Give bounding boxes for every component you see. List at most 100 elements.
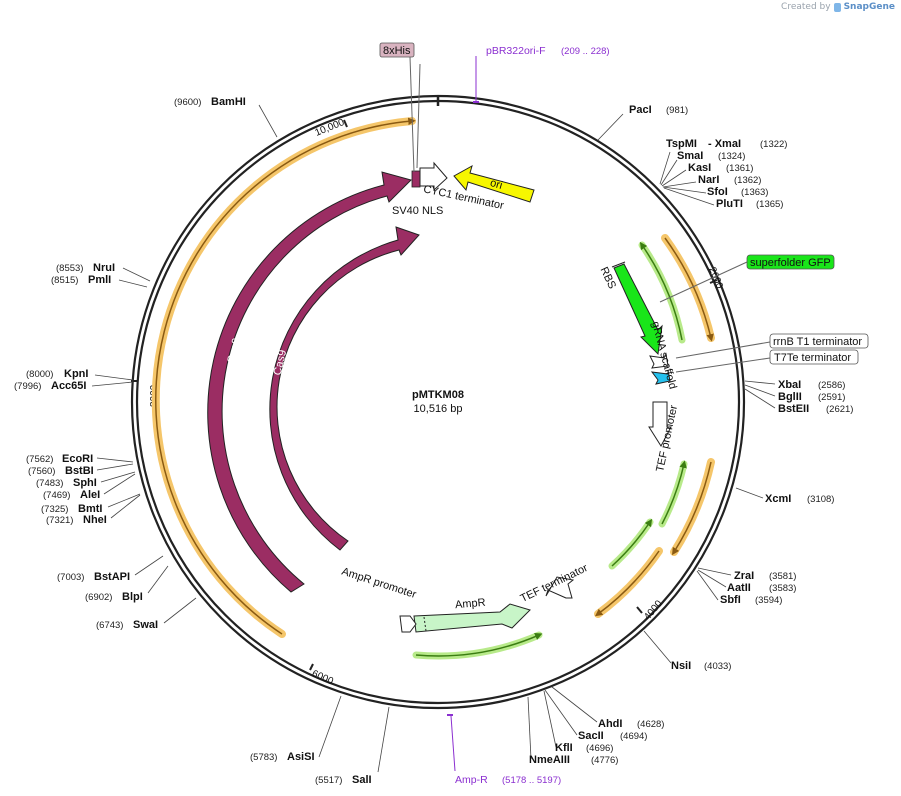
leader-blpi	[147, 565, 169, 594]
enzyme-xmai-name: - XmaI	[708, 138, 741, 150]
enzyme-alei-pos: (7469)	[43, 490, 70, 501]
leader-swai	[163, 597, 197, 624]
enzyme-nhei-pos: (7321)	[46, 515, 73, 526]
enzyme-ecori-pos: (7562)	[26, 454, 53, 465]
leader-nrui	[122, 267, 151, 282]
enzyme-acc65i-pos: (7996)	[14, 381, 41, 392]
enzyme-aatii-pos: (3583)	[769, 583, 796, 594]
primer-amp-r-range: (5178 .. 5197)	[502, 775, 561, 786]
enzyme-kfli-name: KflI	[555, 742, 573, 754]
leader-nmeaiii	[527, 696, 532, 760]
enzyme-pmli-name: PmlI	[88, 274, 111, 286]
his-tag-label: 8xHis	[383, 45, 411, 57]
enzyme-sphi-name: SphI	[73, 477, 97, 489]
bottom-features: TEF terminator AmpR AmpR promoter	[340, 562, 590, 633]
enzyme-ahdi-pos: (4628)	[637, 719, 664, 730]
enzyme-asisi-name: AsiSI	[287, 751, 315, 763]
enzyme-nsii-name: NsiI	[671, 660, 691, 672]
leader-pluti	[663, 187, 715, 206]
leader-bstbi	[96, 463, 134, 471]
enzyme-bsteii-name: BstEII	[778, 403, 809, 415]
t7te-label: T7Te terminator	[774, 352, 851, 364]
orf-arc-green-bottom-line	[415, 633, 543, 657]
ampr-promoter-arrow	[399, 615, 417, 633]
orf-arc-right-top-line	[664, 237, 714, 342]
enzyme-xbai-pos: (2586)	[818, 380, 845, 391]
orf-arc-green-low	[608, 518, 654, 570]
leader-sfoi	[662, 186, 707, 194]
enzyme-kpni-pos: (8000)	[26, 369, 53, 380]
snapgene-logo-icon	[833, 2, 841, 12]
enzyme-ahdi-name: AhdI	[598, 718, 622, 730]
enzyme-bmti-pos: (7325)	[41, 504, 68, 515]
gfp-label-box	[746, 254, 835, 270]
rrnb-label: rrnB T1 terminator	[773, 336, 862, 348]
leader-pmli	[118, 279, 148, 288]
tick-mark-6000	[309, 663, 314, 671]
enzyme-nmeaiii-name: NmeAIII	[529, 754, 570, 766]
primer-amp-r-leader	[450, 715, 456, 772]
enzyme-sfoi-pos: (1363)	[741, 187, 768, 198]
plasmid-name: pMTKM08	[412, 389, 464, 401]
enzyme-sacii-pos: (4694)	[620, 731, 647, 742]
leader-aatii	[697, 569, 727, 588]
leader-ecori	[96, 457, 134, 463]
enzyme-xmai-pos: (1322)	[760, 139, 787, 150]
enzyme-aatii-name: AatII	[727, 582, 751, 594]
leader-bglii	[744, 384, 776, 397]
enzyme-bstbi-pos: (7560)	[28, 466, 55, 477]
top-features: ori CYC1 terminator SV40 NLS 8xHis	[379, 42, 535, 217]
leader-xcmi	[735, 487, 764, 499]
enzyme-swai-pos: (6743)	[96, 620, 123, 631]
leader-alei	[103, 473, 136, 495]
ori-label: ori	[489, 177, 504, 192]
leader-sacii	[544, 689, 578, 736]
leader-ahdi	[551, 686, 598, 723]
enzyme-nhei-name: NheI	[83, 514, 107, 526]
leader-kasi	[661, 169, 687, 187]
orf-arc-right-mid-line	[671, 461, 712, 556]
cas9-outer-arrow	[207, 171, 412, 593]
enzyme-bglii-pos: (2591)	[818, 392, 845, 403]
ori-arrow	[453, 164, 535, 203]
enzyme-nmeaiii-pos: (4776)	[591, 755, 618, 766]
enzyme-asisi-pos: (5783)	[250, 752, 277, 763]
enzyme-alei-name: AleI	[80, 489, 100, 501]
enzyme-kasi-pos: (1361)	[726, 163, 753, 174]
enzyme-bstbi-name: BstBI	[65, 465, 94, 477]
enzyme-smai-pos: (1324)	[718, 151, 745, 162]
enzyme-pluti-pos: (1365)	[756, 199, 783, 210]
enzyme-sbfi-pos: (3594)	[755, 595, 782, 606]
snapgene-brand: Created by SnapGene	[781, 2, 895, 12]
gfp-leader	[659, 261, 748, 303]
cas9-outer-label: Cas9	[225, 337, 242, 365]
enzyme-xcmi-pos: (3108)	[807, 494, 834, 505]
plasmid-size: 10,516 bp	[414, 403, 463, 415]
enzyme-bglii-name: BglII	[778, 391, 802, 403]
leader-acc65i	[91, 381, 134, 387]
enzyme-sbfi-name: SbfI	[720, 594, 741, 606]
enzyme-bamhi-pos: (9600)	[174, 97, 201, 108]
rrnb-label-box	[769, 333, 869, 349]
tick-mark-2000	[709, 279, 718, 284]
tef-promoter-arrow	[648, 401, 672, 447]
enzyme-blpi-pos: (6902)	[85, 592, 112, 603]
enzyme-xcmi-name: XcmI	[765, 493, 791, 505]
ampr-label: AmpR	[455, 597, 487, 612]
orf-arc-right-low	[594, 547, 663, 618]
tick-label-2000: 2000	[706, 266, 725, 291]
tick-mark-10000	[343, 119, 348, 128]
primer-amp-r-label: Amp-R	[455, 774, 488, 786]
tick-mark-4000	[636, 606, 643, 614]
t7te-label-box	[769, 349, 859, 365]
leader-bsteii	[744, 388, 776, 409]
orf-arc-right-low-line	[594, 550, 660, 617]
tef-terminator-label: TEF terminator	[519, 562, 590, 605]
enzyme-sacii-name: SacII	[578, 730, 604, 742]
enzyme-zrai-name: ZraI	[734, 570, 754, 582]
orf-arc-green-top-line	[639, 241, 683, 341]
rbs-mark	[611, 261, 626, 268]
cas9-features: Cas9 Cas9	[207, 171, 420, 593]
gfp-arrow	[613, 263, 663, 356]
